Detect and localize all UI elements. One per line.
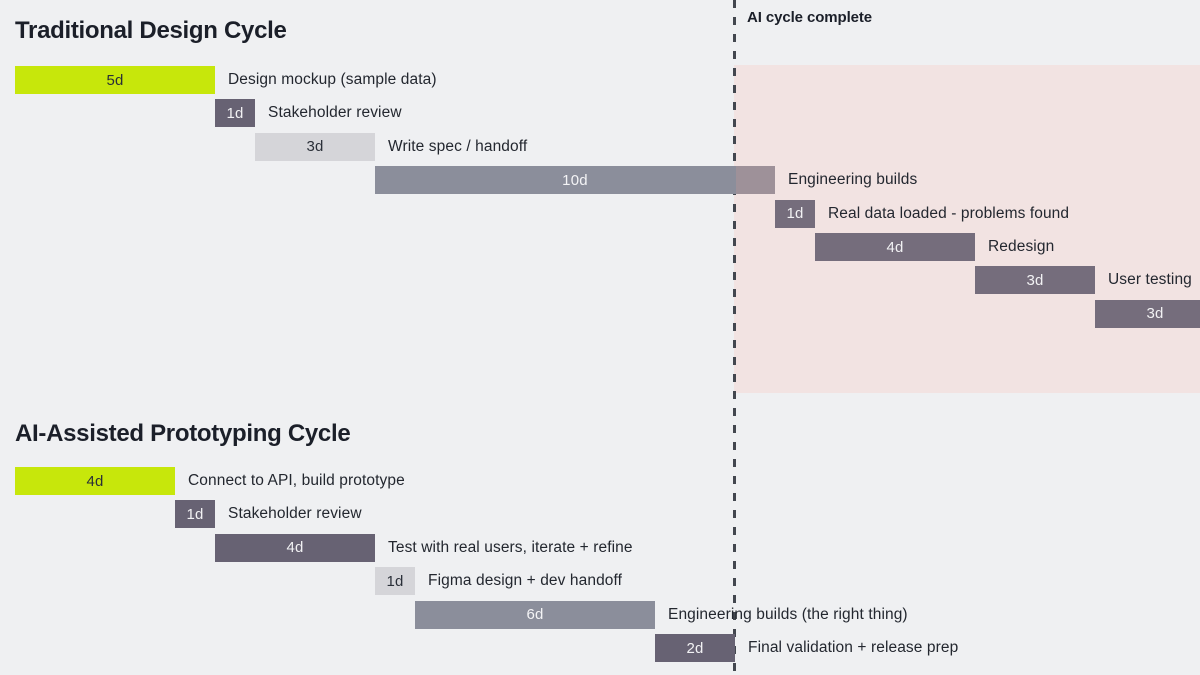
task-label: Stakeholder review — [228, 505, 362, 523]
bar-duration-label: 4d — [886, 238, 904, 256]
task-label: Design mockup (sample data) — [228, 71, 437, 88]
bar-duration-label: 1d — [186, 505, 204, 523]
bar-duration-label: 6d — [526, 606, 544, 624]
section-title-traditional: Traditional Design Cycle — [15, 17, 287, 44]
bar-duration-label: 1d — [226, 104, 244, 122]
gantt-bar: 3d — [1095, 299, 1200, 328]
gantt-bar: 1d — [775, 199, 815, 228]
section-title-ai-assisted: AI-Assisted Prototyping Cycle — [15, 420, 351, 447]
gantt-bar: 10d — [375, 166, 775, 195]
gantt-bar: 1d — [215, 99, 255, 128]
task-label: Final validation + release prep — [748, 639, 959, 656]
bar-duration-label: 2d — [686, 639, 704, 657]
task-label: Real data loaded - problems found — [828, 204, 1070, 222]
gantt-bar: 4d — [215, 533, 375, 562]
ai-complete-highlight-region — [734, 65, 1200, 393]
gantt-bar: 3d — [255, 132, 375, 161]
bar-duration-label: 5d — [106, 71, 124, 89]
ai-cycle-divider-line — [733, 0, 736, 675]
task-label: Write spec / handoff — [388, 137, 528, 155]
bar-duration-label: 1d — [386, 572, 404, 590]
task-label: Figma design + dev handoff — [428, 572, 623, 590]
task-label: User testing — [1108, 271, 1192, 289]
bar-duration-label: 1d — [786, 205, 804, 223]
gantt-bar: 5d — [15, 66, 215, 94]
task-label: Connect to API, build prototype — [188, 472, 405, 489]
task-label: Test with real users, iterate + refine — [388, 538, 633, 556]
gantt-bar: 1d — [375, 567, 415, 596]
task-label: Redesign — [988, 238, 1055, 255]
bar-duration-label: 10d — [562, 171, 588, 189]
bar-duration-label: 4d — [86, 472, 104, 490]
bar-duration-label: 3d — [306, 138, 324, 156]
bar-duration-label: 3d — [1146, 305, 1164, 323]
ai-cycle-divider-label: AI cycle complete — [747, 9, 873, 26]
gantt-bar: 6d — [415, 600, 655, 629]
gantt-bar: 3d — [975, 266, 1095, 295]
task-label: Engineering builds (the right thing) — [668, 605, 908, 623]
gantt-bar: 1d — [175, 500, 215, 529]
gantt-bar: 4d — [815, 233, 975, 261]
gantt-bar: 4d — [15, 467, 175, 495]
task-label: Stakeholder review — [268, 104, 402, 122]
bar-duration-label: 4d — [286, 539, 304, 557]
bar-duration-label: 3d — [1026, 271, 1044, 289]
gantt-bar: 2d — [655, 634, 735, 662]
task-label: Engineering builds — [788, 171, 918, 189]
